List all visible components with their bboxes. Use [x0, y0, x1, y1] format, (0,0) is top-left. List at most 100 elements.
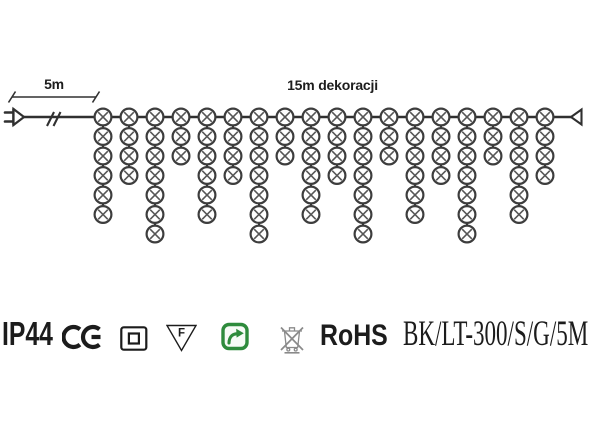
bulb-icon — [119, 107, 139, 127]
cable-break-icon — [46, 111, 62, 127]
light-drop — [93, 107, 113, 225]
rohs-label: RoHS — [320, 319, 388, 352]
bulb-icon — [145, 224, 165, 244]
bulb-icon — [301, 166, 321, 186]
bulb-icon — [197, 127, 217, 147]
bulb-icon — [145, 146, 165, 166]
bulb-icon — [197, 107, 217, 127]
bulb-icon — [327, 146, 347, 166]
bulb-icon — [509, 107, 529, 127]
bulb-icon — [353, 166, 373, 186]
bulb-icon — [171, 146, 191, 166]
decoration-length-label: 15m dekoracji — [287, 77, 378, 93]
bulb-icon — [509, 127, 529, 147]
bulb-icon — [249, 185, 269, 205]
bulb-icon — [145, 185, 165, 205]
bulb-icon — [197, 166, 217, 186]
class-ii-insulation-icon — [120, 326, 148, 351]
bulb-icon — [327, 166, 347, 186]
bulb-icon — [457, 127, 477, 147]
bulb-icon — [197, 205, 217, 225]
bulb-icon — [405, 107, 425, 127]
bulb-icon — [249, 205, 269, 225]
bulb-icon — [301, 205, 321, 225]
light-drop — [119, 107, 139, 186]
light-drop — [535, 107, 555, 186]
bulb-icon — [431, 127, 451, 147]
bulb-icon — [405, 127, 425, 147]
bulb-icon — [353, 146, 373, 166]
bulb-icon — [197, 146, 217, 166]
bulb-icon — [145, 127, 165, 147]
bulb-icon — [457, 224, 477, 244]
light-drop — [249, 107, 269, 244]
bulb-icon — [483, 127, 503, 147]
light-string-schematic — [3, 91, 583, 244]
lead-dimension-line — [7, 91, 101, 103]
bulb-icon — [145, 166, 165, 186]
bulb-icon — [535, 107, 555, 127]
bulb-icon — [379, 107, 399, 127]
bulb-icon — [93, 205, 113, 225]
light-drops — [93, 107, 555, 244]
bulb-icon — [93, 107, 113, 127]
bulb-icon — [457, 146, 477, 166]
bulb-icon — [249, 127, 269, 147]
bulb-icon — [93, 146, 113, 166]
bulb-icon — [379, 146, 399, 166]
bulb-icon — [197, 185, 217, 205]
bulb-icon — [249, 224, 269, 244]
bulb-icon — [301, 107, 321, 127]
bulb-icon — [223, 146, 243, 166]
light-drop — [327, 107, 347, 186]
bulb-icon — [327, 127, 347, 147]
bulb-icon — [249, 146, 269, 166]
bulb-icon — [223, 127, 243, 147]
weee-crossed-bin-icon — [280, 326, 304, 354]
bulb-icon — [431, 166, 451, 186]
f-symbol-letter: F — [178, 328, 185, 340]
bulb-icon — [405, 185, 425, 205]
bulb-icon — [483, 107, 503, 127]
recyclable-icon — [221, 322, 249, 351]
bulb-icon — [535, 146, 555, 166]
lead-length-label: 5m — [44, 76, 64, 92]
bulb-icon — [405, 146, 425, 166]
bulb-icon — [405, 166, 425, 186]
bulb-icon — [145, 205, 165, 225]
bulb-icon — [353, 185, 373, 205]
bulb-icon — [353, 107, 373, 127]
bulb-icon — [145, 107, 165, 127]
bulb-icon — [93, 127, 113, 147]
light-drop — [275, 107, 295, 166]
bulb-icon — [405, 205, 425, 225]
light-drop — [197, 107, 217, 225]
bulb-icon — [509, 205, 529, 225]
bulb-icon — [457, 107, 477, 127]
bulb-icon — [93, 185, 113, 205]
bulb-icon — [457, 185, 477, 205]
bulb-icon — [301, 146, 321, 166]
light-drop — [223, 107, 243, 186]
bulb-icon — [509, 185, 529, 205]
plug-icon — [3, 106, 26, 128]
bulb-icon — [171, 127, 191, 147]
bulb-icon — [535, 127, 555, 147]
bulb-icon — [509, 166, 529, 186]
bulb-icon — [379, 127, 399, 147]
bulb-icon — [457, 166, 477, 186]
bulb-icon — [431, 107, 451, 127]
end-connector-icon — [569, 107, 583, 127]
light-drop — [457, 107, 477, 244]
light-drop — [405, 107, 425, 225]
bulb-icon — [223, 107, 243, 127]
bulb-icon — [171, 107, 191, 127]
bulb-icon — [301, 185, 321, 205]
bulb-icon — [93, 166, 113, 186]
light-drop — [431, 107, 451, 186]
bulb-icon — [431, 146, 451, 166]
bulb-icon — [119, 127, 139, 147]
ce-mark-icon — [62, 324, 101, 350]
light-drop — [353, 107, 373, 244]
